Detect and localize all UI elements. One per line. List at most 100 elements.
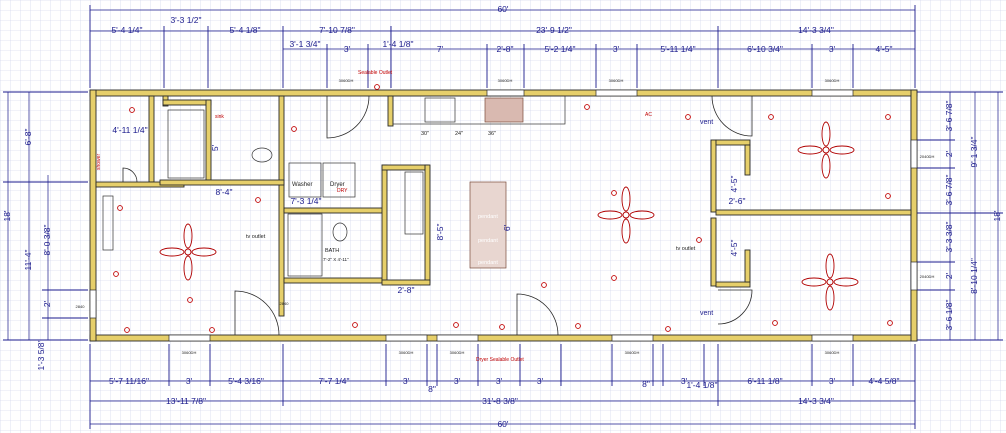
int-dim-2: 8'-4" [216,187,233,197]
wall-left [89,89,97,342]
dim-left-outer-0: 6'-8" [23,129,33,146]
dim-top2-5: 5'-2 1/4" [544,44,575,54]
range [424,97,456,123]
dim-right-inner-3: 3'-3 3/8" [944,221,954,252]
fan-bedroom-top [797,121,855,179]
wall-bath2-inner [162,99,212,106]
window-label-top-0: 3060DH [498,78,513,83]
label-bath: BATH [325,248,339,254]
dim-right-inner-0: 3'-6 7/8" [944,100,954,131]
wall-right [910,89,918,342]
doors [122,95,753,336]
dim-top1-0: 5'-4 1/4" [111,25,142,35]
dim-top2-1: 3' [344,44,351,54]
label-base-36: 36" [488,131,496,137]
label-dryer: Dryer [330,182,345,188]
dim-right-inner-5: 3'-6 1/8" [944,299,954,330]
window-label-right-0: 2040DH [920,154,935,159]
dim-top1-4: 23'-9 1/2" [536,25,572,35]
dim-right-inner-2: 3'-6 7/8" [944,174,954,205]
dim-top2-4: 2'-8" [497,44,514,54]
int-dim-8: 2'-6" [729,196,746,206]
int-dim-5: 6' [502,224,512,231]
dim-bot1-5: 8" [428,384,436,394]
dim-top2-9: 3' [829,44,836,54]
dim-right-inner-1: 2' [944,150,954,157]
bath1-tub [167,109,205,179]
wall-kitchen-div [387,95,394,127]
dim-bot1-3: 7'-7 1/4" [318,376,349,386]
ceiling-fans [159,121,859,311]
label-tv-outlet-right: tv outlet [676,246,696,252]
dim-bot1-2: 5'-4 3/16" [228,376,264,386]
fan-center [597,186,655,244]
int-dim-3: 7'-3 1/4" [290,196,321,206]
dim-bot1-4: 3' [403,376,410,386]
dim-top2-6: 3' [613,44,620,54]
label-base-30: 30" [421,131,429,137]
dim-left-bottom: 1'-3 5/8" [36,339,46,370]
wall-laundry-bottom [159,179,285,186]
dim-top1-5: 14'-3 3/4" [798,25,834,35]
wall-bath2-right [205,99,212,181]
label-pendant-2: pendant [478,238,498,244]
wall-closet [278,95,285,317]
dim-right-mid-1: 8'-10 1/4" [969,258,979,294]
dim-right-overall: 18' [992,210,1002,221]
window-label-right-1: 2040DH [920,274,935,279]
wall-pantry-bottom [381,279,431,286]
dim-bot1-11: 1'-4 1/8" [686,380,717,390]
label-sink: sink [215,114,224,120]
right-dimensions: 18' 9'-1 3/4" 8'-10 1/4" 3'-6 7/8" 2' 3'… [944,100,1002,330]
dim-bot1-1: 3' [186,376,193,386]
label-pendant-3: pendant [478,260,498,266]
dim-top2-2: 1'-4 1/8" [382,39,413,49]
dim-bot1-12: 6'-11 1/8" [747,376,782,386]
dim-left-outer-1: 11'-4" [23,249,33,270]
wall-bath3-top [283,207,385,214]
dim-right-mid-0: 9'-1 3/4" [969,136,979,167]
dim-top2-8: 6'-10 3/4" [747,44,783,54]
label-pendant-1: pendant [478,214,498,220]
interior-dimensions: 4'-11 1/4" 5' 8'-4" 7'-3 1/4" 8'-5" 6' 2… [112,125,745,295]
dim-top2-0: 3'-1 3/4" [289,39,320,49]
window-label-left: 2840 [76,304,86,309]
wall-bedroom-divider [715,209,912,216]
dryer-unit [322,162,356,198]
fan-bedroom-bottom [801,253,859,311]
wall-pantry-right [424,164,431,284]
bath3-tub [287,213,323,277]
dim-top1-3: 7'-10 7/8" [319,25,355,35]
vanity-left [102,195,114,251]
window-label-top-3: 3060DH [339,78,354,83]
label-base-24: 24" [455,131,463,137]
dim-bot2-2: 14'-3 3/4" [798,396,834,406]
dim-left-inner-0: 8'-0 3/8" [42,224,52,255]
dim-bot1-6: 3' [454,376,461,386]
label-washer: Washer [292,182,312,188]
wall-closet-bot [715,281,751,288]
window-label-bot-1: 3060DH [399,350,414,355]
wall-closet-right-bottom [710,217,717,287]
dim-top2-10: 4'-5" [876,44,893,54]
dim-bot1-13: 3' [829,376,836,386]
window-label-closet: 2840 [280,301,290,306]
int-dim-9: 4'-5" [729,240,739,257]
wall-closet-top [715,139,751,146]
dim-bot1-7: 3' [496,376,503,386]
kitchen-counter [392,95,566,125]
outlet-markers [113,84,893,333]
int-dim-0: 4'-11 1/4" [112,125,147,135]
dim-top1-1: 3'-3 1/2" [170,15,201,25]
dim-bot1-14: 4'-4 5/8" [868,376,899,386]
bottom-dimensions: 5'-7 11/16" 3' 5'-4 3/16" 7'-7 1/4" 3' 8… [109,376,900,429]
label-ac: AC [645,112,652,118]
label-bath-size: 7'-2" X 4'-11" [323,257,349,262]
wall-pantry-left [381,164,388,284]
dim-bot2-1: 31'-8 3/8" [482,396,518,406]
dim-left-inner-1: 2' [42,300,52,307]
window-label-bot-4: 3060DH [825,350,840,355]
label-vent-top: vent [700,119,713,126]
top-dimensions: 60' 5'-4 1/4" 3'-3 1/2" 5'-4 1/8" 7'-10 … [111,4,892,54]
